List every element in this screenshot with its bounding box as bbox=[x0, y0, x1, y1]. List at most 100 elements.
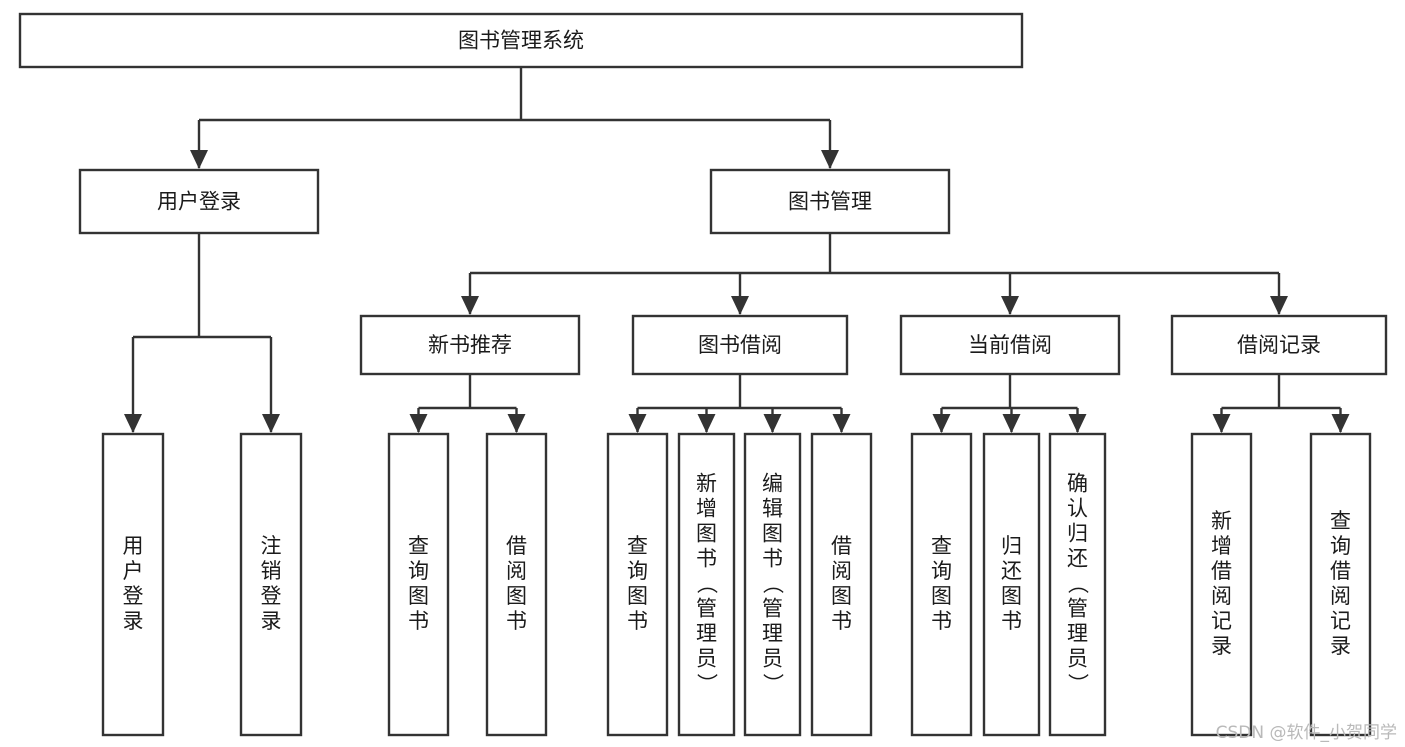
node-label-char: 书 bbox=[506, 609, 527, 633]
connector-layer bbox=[124, 67, 1350, 433]
arrow-head-user-login bbox=[190, 150, 208, 169]
node-label-char: 记 bbox=[1211, 609, 1232, 633]
node-label-char: 查 bbox=[1330, 509, 1351, 533]
node-label-char: 确 bbox=[1067, 472, 1088, 496]
node-label-char: 图 bbox=[408, 584, 429, 608]
arrow-head-leaf-return-book bbox=[1002, 414, 1021, 433]
node-label-char: 书 bbox=[627, 609, 648, 633]
node-leaf-user-login[interactable]: 用户登录 bbox=[101, 432, 165, 737]
node-box-leaf-query-borrow-record bbox=[1309, 432, 1372, 737]
arrow-head-leaf-borrow-book-recommend bbox=[507, 414, 526, 433]
node-label-char: 用 bbox=[123, 534, 144, 558]
node-new-book-recommend[interactable]: 新书推荐 bbox=[359, 314, 581, 376]
node-label-char: （ bbox=[695, 573, 719, 594]
node-label-char: 书 bbox=[408, 609, 429, 633]
arrow-head-leaf-confirm-return bbox=[1068, 414, 1087, 433]
arrow-head-leaf-add-book bbox=[697, 414, 716, 433]
node-label-char: 查 bbox=[931, 534, 952, 558]
node-user-login[interactable]: 用户登录 bbox=[78, 168, 320, 235]
node-label-char: 图 bbox=[831, 584, 852, 608]
node-label-char: 员 bbox=[762, 647, 783, 671]
node-box-leaf-add-book bbox=[677, 432, 736, 737]
node-label-char: 询 bbox=[627, 559, 648, 583]
node-root[interactable]: 图书管理系统 bbox=[18, 12, 1024, 69]
node-label-char: 管 bbox=[762, 597, 783, 621]
node-label-char: 新 bbox=[1211, 509, 1232, 533]
node-label-char: 阅 bbox=[831, 559, 852, 583]
node-book-borrow[interactable]: 图书借阅 bbox=[631, 314, 849, 376]
node-label-char: 询 bbox=[408, 559, 429, 583]
node-label-char: 还 bbox=[1067, 547, 1088, 571]
node-label-char: 员 bbox=[696, 647, 717, 671]
node-label-char: 户 bbox=[123, 559, 144, 583]
node-label-book-management: 图书管理 bbox=[788, 190, 872, 214]
node-label-new-book-recommend: 新书推荐 bbox=[428, 333, 512, 357]
node-label-char: 理 bbox=[1067, 622, 1088, 646]
node-label-char: 管 bbox=[1067, 597, 1088, 621]
node-label-char: ） bbox=[695, 673, 719, 694]
arrow-head-leaf-query-book-current bbox=[932, 414, 951, 433]
node-label-char: 图 bbox=[762, 522, 783, 546]
node-label-current-borrow: 当前借阅 bbox=[968, 333, 1052, 357]
node-box-leaf-borrow-book bbox=[810, 432, 873, 737]
node-label-char: 员 bbox=[1067, 647, 1088, 671]
node-label-char: 图 bbox=[696, 522, 717, 546]
arrow-head-leaf-user-login bbox=[124, 414, 142, 433]
node-label-char: （ bbox=[761, 573, 785, 594]
node-box-leaf-return-book bbox=[982, 432, 1041, 737]
node-label-char: 登 bbox=[261, 584, 282, 608]
node-label-char: 借 bbox=[1330, 559, 1351, 583]
node-label-char: 书 bbox=[696, 547, 717, 571]
arrow-head-new-book-recommend bbox=[461, 296, 479, 315]
node-box-leaf-confirm-return bbox=[1048, 432, 1107, 737]
node-label-char: 借 bbox=[1211, 559, 1232, 583]
node-label-char: 阅 bbox=[1211, 584, 1232, 608]
node-label-char: ） bbox=[1066, 673, 1090, 694]
node-label-char: 询 bbox=[1330, 534, 1351, 558]
node-label-char: 辑 bbox=[762, 497, 783, 521]
node-label-char: 录 bbox=[1211, 634, 1232, 658]
node-label-char: 注 bbox=[261, 534, 282, 558]
node-box-leaf-query-book-recommend bbox=[387, 432, 450, 737]
node-label-char: 阅 bbox=[1330, 584, 1351, 608]
node-label-char: 还 bbox=[1001, 559, 1022, 583]
node-label-char: 登 bbox=[123, 584, 144, 608]
node-book-management[interactable]: 图书管理 bbox=[709, 168, 951, 235]
node-label-char: 录 bbox=[1330, 634, 1351, 658]
arrow-head-leaf-query-book-recommend bbox=[409, 414, 428, 433]
node-label-char: 图 bbox=[627, 584, 648, 608]
node-label-char: 归 bbox=[1001, 534, 1022, 558]
arrow-head-borrow-record bbox=[1270, 296, 1288, 315]
node-box-root bbox=[18, 12, 1024, 69]
node-borrow-record[interactable]: 借阅记录 bbox=[1170, 314, 1388, 376]
node-label-root: 图书管理系统 bbox=[458, 29, 584, 53]
node-label-char: 书 bbox=[931, 609, 952, 633]
node-label-char: 图 bbox=[1001, 584, 1022, 608]
node-box-borrow-record bbox=[1170, 314, 1388, 376]
node-label-char: 借 bbox=[506, 534, 527, 558]
node-label-char: 理 bbox=[762, 622, 783, 646]
arrow-head-leaf-logout bbox=[262, 414, 280, 433]
node-label-char: 询 bbox=[931, 559, 952, 583]
node-label-user-login: 用户登录 bbox=[157, 190, 241, 214]
node-label-char: 阅 bbox=[506, 559, 527, 583]
node-current-borrow[interactable]: 当前借阅 bbox=[899, 314, 1121, 376]
node-label-char: 图 bbox=[506, 584, 527, 608]
node-box-user-login bbox=[78, 168, 320, 235]
node-box-current-borrow bbox=[899, 314, 1121, 376]
node-label-borrow-record: 借阅记录 bbox=[1237, 333, 1321, 357]
node-box-leaf-logout bbox=[239, 432, 303, 737]
